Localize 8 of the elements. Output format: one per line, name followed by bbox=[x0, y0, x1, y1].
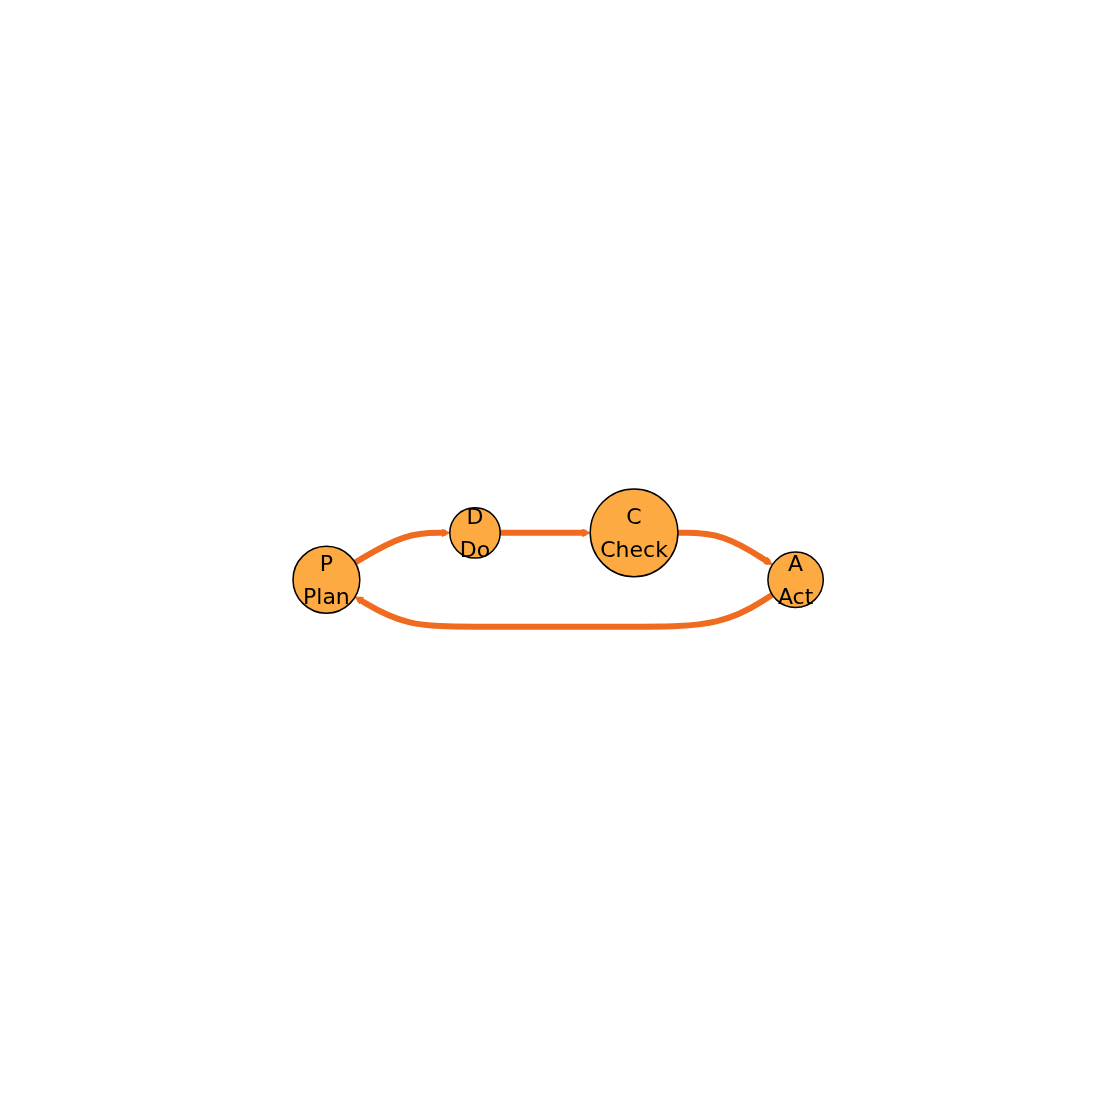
node-circle: P Plan bbox=[292, 545, 361, 615]
arrow bbox=[353, 528, 451, 566]
node-circle: C Check bbox=[589, 488, 679, 578]
node-circle: D Do bbox=[449, 507, 502, 559]
node-circle: A Act bbox=[767, 551, 825, 609]
arrow bbox=[678, 530, 774, 566]
arrow bbox=[500, 528, 591, 538]
arrow bbox=[355, 592, 775, 630]
